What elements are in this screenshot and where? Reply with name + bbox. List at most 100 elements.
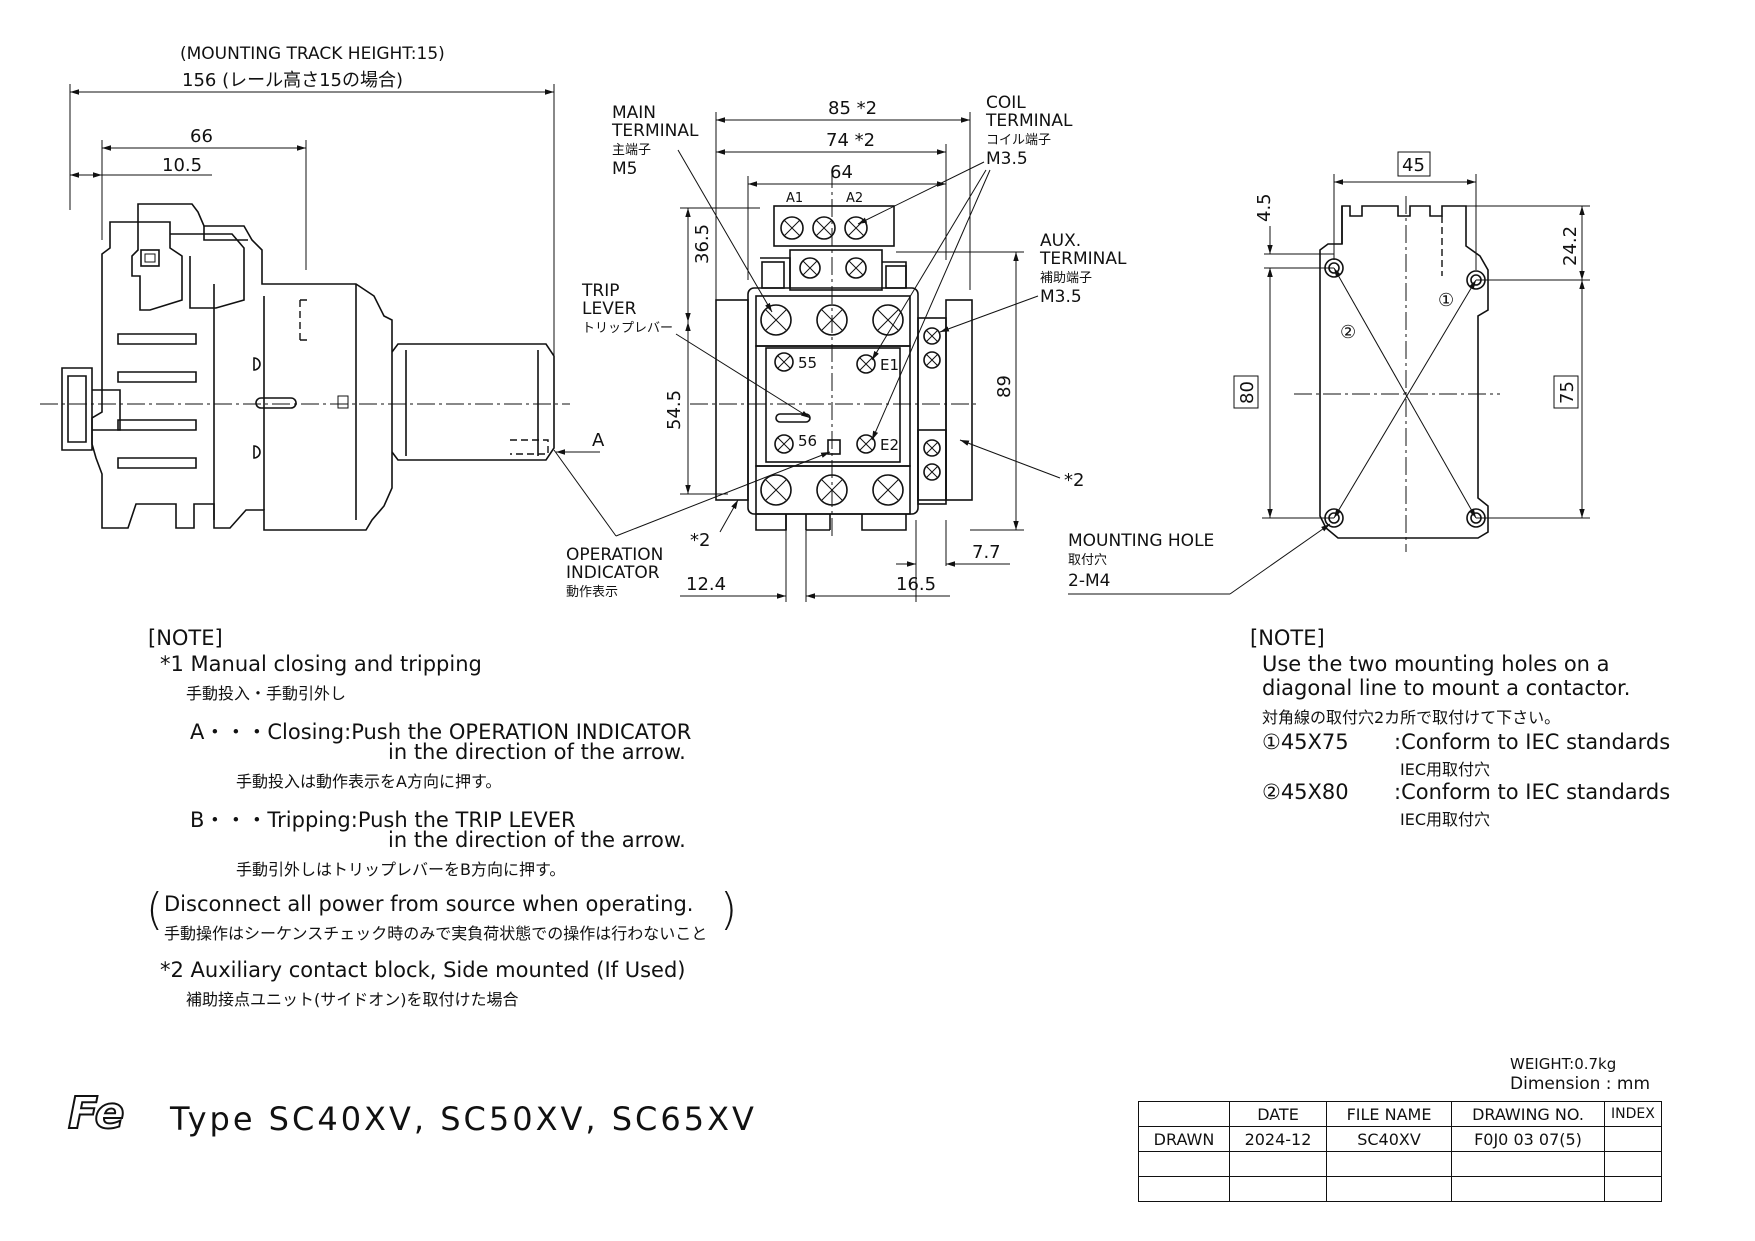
dim-16-5-label: 16.5 bbox=[896, 574, 936, 595]
svg-text:TERMINAL: TERMINAL bbox=[1039, 249, 1127, 269]
svg-text:Fe: Fe bbox=[68, 1088, 124, 1139]
svg-text:2-M4: 2-M4 bbox=[1068, 571, 1110, 591]
terminal-e1: E1 bbox=[880, 356, 899, 374]
side-view: 85 *2 74 *2 64 36.5 54.5 89 bbox=[566, 93, 1127, 602]
note-right-ref2-desc: :Conform to IEC standards bbox=[1394, 780, 1671, 804]
note-right-line1: Use the two mounting holes on a bbox=[1262, 652, 1610, 676]
dim-54-5-label: 54.5 bbox=[664, 390, 685, 430]
note-2: *2 Auxiliary contact block, Side mounted… bbox=[160, 958, 686, 982]
note-b-line2: in the direction of the arrow. bbox=[388, 828, 686, 852]
track-height-note: (MOUNTING TRACK HEIGHT:15) bbox=[180, 44, 445, 64]
dim-10-5-label: 10.5 bbox=[162, 155, 202, 176]
svg-text:トリップレバー: トリップレバー bbox=[582, 321, 673, 336]
svg-text:M3.5: M3.5 bbox=[1040, 287, 1082, 307]
note-left-header: [NOTE] bbox=[148, 626, 223, 650]
mounting-hole-callout: MOUNTING HOLE 取付穴 2-M4 bbox=[1068, 523, 1331, 595]
terminal-56: 56 bbox=[798, 432, 817, 450]
star2-right: *2 bbox=[1064, 470, 1084, 491]
svg-text:TRIP: TRIP bbox=[581, 281, 619, 301]
cell-index bbox=[1604, 1126, 1662, 1152]
coil-housing-outline bbox=[391, 343, 555, 461]
note-right-ref1: ①45X75 bbox=[1262, 730, 1349, 754]
terminal-a1: A1 bbox=[786, 191, 803, 206]
weight-label: WEIGHT:0.7kg bbox=[1510, 1055, 1617, 1073]
contactor-front-outline bbox=[91, 203, 393, 531]
note-b-jp: 手動引外しはトリップレバーをB方向に押す。 bbox=[236, 860, 566, 879]
front-view: (MOUNTING TRACK HEIGHT:15) 156 (レール高さ15の… bbox=[40, 44, 617, 537]
dim-156-label: 156 (レール高さ15の場合) bbox=[182, 70, 403, 91]
svg-text:M5: M5 bbox=[612, 159, 637, 179]
dim-89-label: 89 bbox=[994, 375, 1015, 398]
dim-7-7-label: 7.7 bbox=[972, 542, 1001, 563]
header-file-name: FILE NAME bbox=[1326, 1101, 1452, 1127]
coil-terminal-callout: COIL TERMINAL コイル端子 M3.5 bbox=[857, 93, 1073, 441]
svg-text:TERMINAL: TERMINAL bbox=[611, 121, 699, 141]
dimension-unit: Dimension : mm bbox=[1510, 1074, 1651, 1094]
hole-1-label: ① bbox=[1438, 290, 1454, 311]
note-right-ref2: ②45X80 bbox=[1262, 780, 1349, 804]
terminal-55: 55 bbox=[798, 354, 817, 372]
dim-24-2-label: 24.2 bbox=[1560, 226, 1581, 266]
terminal-a2: A2 bbox=[846, 191, 863, 206]
svg-text:補助端子: 補助端子 bbox=[1040, 271, 1092, 286]
svg-text:コイル端子: コイル端子 bbox=[986, 133, 1051, 148]
trip-lever-callout: TRIP LEVER トリップレバー bbox=[581, 281, 811, 419]
terminal-e2: E2 bbox=[880, 436, 899, 454]
aux-terminal-callout: AUX. TERMINAL 補助端子 M3.5 bbox=[939, 231, 1127, 333]
note-1: *1 Manual closing and tripping bbox=[160, 652, 482, 676]
svg-text:MAIN: MAIN bbox=[612, 103, 656, 123]
note-1-jp: 手動投入・手動引外し bbox=[186, 684, 347, 703]
operation-indicator-callout: OPERATION INDICATOR 動作表示 bbox=[566, 451, 831, 600]
aux-screws bbox=[774, 327, 941, 481]
note-warning: Disconnect all power from source when op… bbox=[164, 892, 694, 916]
dim-80-label: 80 bbox=[1237, 381, 1258, 404]
dim-12-4-label: 12.4 bbox=[686, 574, 726, 595]
main-terminal-screws bbox=[760, 304, 904, 506]
title-block-table: DATE FILE NAME DRAWING NO. INDEX DRAWN 2… bbox=[1138, 1101, 1662, 1202]
dim-64-label: 64 bbox=[830, 162, 853, 183]
dim-45-label: 45 bbox=[1402, 155, 1425, 176]
header-drawing-no: DRAWING NO. bbox=[1451, 1101, 1605, 1127]
note-right-ref1-jp: IEC用取付穴 bbox=[1400, 760, 1491, 779]
note-a-line2: in the direction of the arrow. bbox=[388, 740, 686, 764]
dim-36-5-label: 36.5 bbox=[692, 224, 713, 264]
fe-logo: Fe bbox=[67, 1087, 125, 1140]
note-a-jp: 手動投入は動作表示をA方向に押す。 bbox=[236, 772, 502, 791]
note-right-header: [NOTE] bbox=[1250, 626, 1325, 650]
mount-outline bbox=[1319, 205, 1489, 539]
dim-66-label: 66 bbox=[190, 126, 213, 147]
dim-75-label: 75 bbox=[1557, 381, 1578, 404]
type-title: Type SC40XV, SC50XV, SC65XV bbox=[169, 1100, 757, 1138]
row-label-drawn: DRAWN bbox=[1138, 1126, 1230, 1152]
title-meta: WEIGHT:0.7kg Dimension : mm bbox=[1510, 1054, 1650, 1094]
header-index: INDEX bbox=[1604, 1101, 1662, 1127]
svg-text:TERMINAL: TERMINAL bbox=[985, 111, 1073, 131]
svg-text:取付穴: 取付穴 bbox=[1068, 553, 1107, 568]
svg-text:OPERATION: OPERATION bbox=[566, 545, 663, 565]
coil-screws bbox=[780, 216, 868, 279]
cell-file-name: SC40XV bbox=[1326, 1126, 1452, 1152]
hole-2-label: ② bbox=[1340, 322, 1356, 343]
svg-text:AUX.: AUX. bbox=[1040, 231, 1081, 251]
note-a-line1: A・・・Closing:Push the OPERATION INDICATOR bbox=[190, 720, 692, 744]
svg-text:COIL: COIL bbox=[986, 93, 1026, 113]
cell-date: 2024-12 bbox=[1229, 1126, 1327, 1152]
svg-text:M3.5: M3.5 bbox=[986, 149, 1028, 169]
svg-text:INDICATOR: INDICATOR bbox=[566, 563, 660, 583]
star2-bottom: *2 bbox=[690, 530, 710, 551]
dim-74-label: 74 *2 bbox=[826, 130, 875, 151]
svg-text:MOUNTING HOLE: MOUNTING HOLE bbox=[1068, 531, 1214, 551]
arrow-a-label: A bbox=[592, 430, 605, 451]
note-right-ref2-jp: IEC用取付穴 bbox=[1400, 810, 1491, 829]
note-right-ref1-desc: :Conform to IEC standards bbox=[1394, 730, 1671, 754]
bracket-close: ) bbox=[720, 884, 738, 935]
note-right-line2: diagonal line to mount a contactor. bbox=[1262, 676, 1631, 700]
bracket-open: ( bbox=[146, 884, 164, 935]
note-b-line1: B・・・Tripping:Push the TRIP LEVER bbox=[190, 808, 576, 832]
header-date: DATE bbox=[1229, 1101, 1327, 1127]
main-terminal-callout: MAIN TERMINAL 主端子 M5 bbox=[611, 103, 773, 313]
svg-text:動作表示: 動作表示 bbox=[566, 585, 618, 600]
note-2-jp: 補助接点ユニット(サイドオン)を取付けた場合 bbox=[186, 990, 519, 1009]
cell-drawing-no: F0J0 03 07(5) bbox=[1451, 1126, 1605, 1152]
